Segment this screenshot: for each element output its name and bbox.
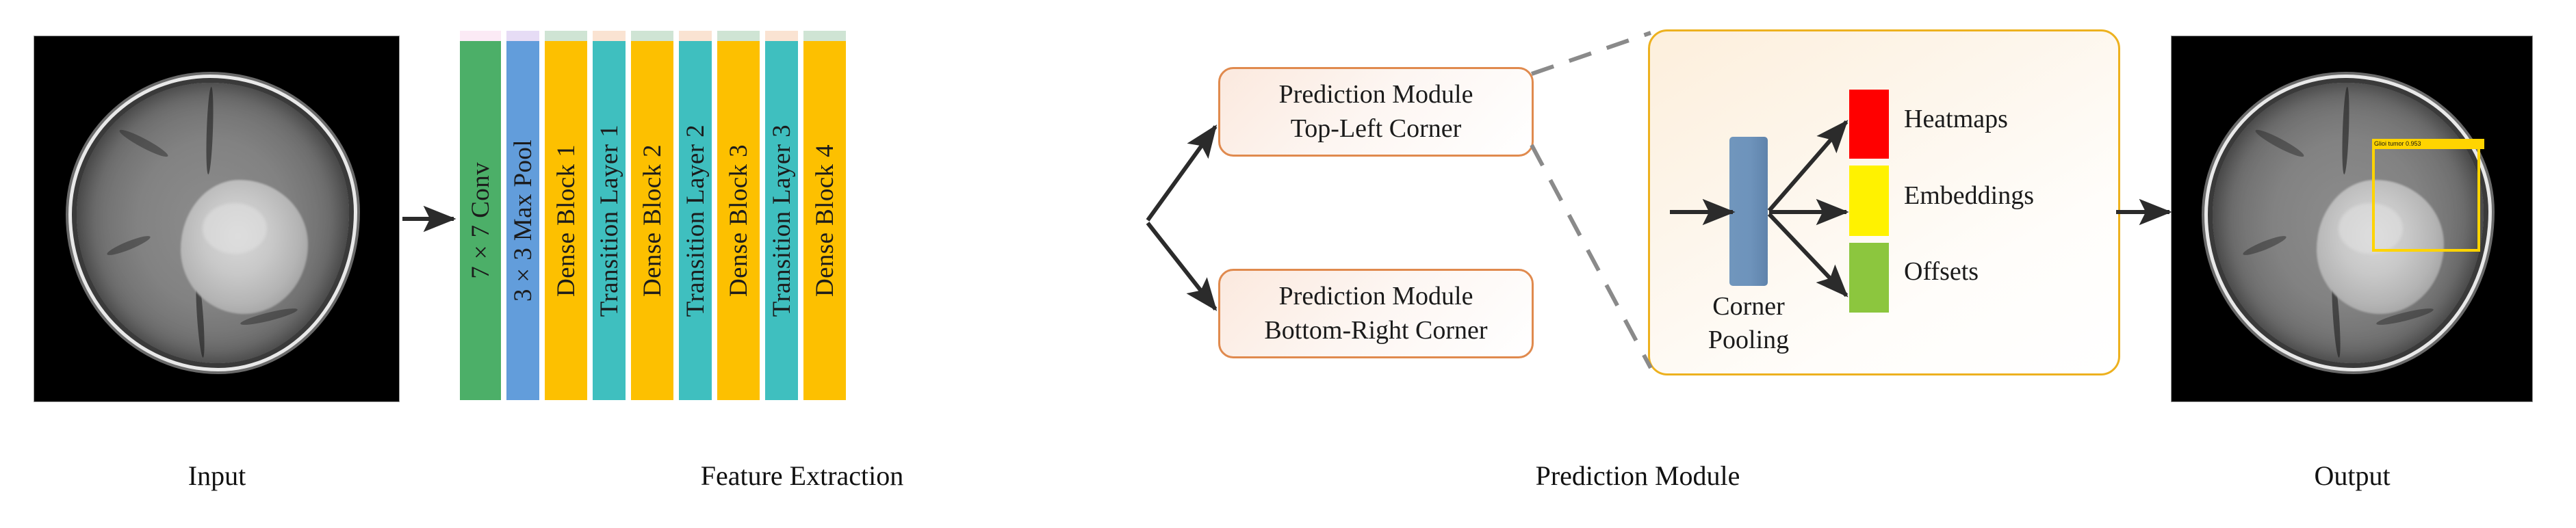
prediction-module-bottom-right-box[interactable]: Prediction Module Bottom-Right Corner: [1218, 269, 1534, 358]
prediction-box-line1: Prediction Module: [1278, 282, 1473, 311]
tumor-highlight: [203, 203, 267, 254]
prediction-box-line2: Top-Left Corner: [1290, 114, 1462, 143]
feature-block-dense-2[interactable]: Dense Block 2: [631, 31, 673, 400]
block-cap: [679, 31, 712, 41]
arrow-to-bottom-right-prediction: [1146, 222, 1218, 311]
block-cap: [545, 31, 587, 41]
corner-pooling-slab[interactable]: [1729, 137, 1768, 286]
caption-output: Output: [2314, 460, 2391, 491]
block-cap: [631, 31, 673, 41]
detection-label: Glioi tumor 0.953: [2372, 139, 2484, 149]
block-cap: [460, 31, 501, 41]
dashed-connector-bottom: [1530, 144, 1653, 369]
corner-pooling-line1: Corner: [1712, 292, 1785, 321]
embeddings-label: Embeddings: [1904, 181, 2034, 210]
caption-feature-extraction: Feature Extraction: [700, 460, 904, 491]
feature-block-label: 3×3 Max Pool: [508, 140, 537, 302]
feature-block-transition-3[interactable]: Transition Layer 3: [765, 31, 798, 400]
block-cap: [765, 31, 798, 41]
feature-block-dense-3[interactable]: Dense Block 3: [717, 31, 760, 400]
output-mri-image: Glioi tumor 0.953: [2172, 36, 2532, 401]
feature-block-label: 7×7 Conv: [466, 162, 495, 279]
feature-block-maxpool[interactable]: 3×3 Max Pool: [506, 31, 539, 400]
offsets-bar[interactable]: [1849, 243, 1889, 313]
caption-input: Input: [188, 460, 246, 491]
detection-bounding-box[interactable]: Glioi tumor 0.953: [2372, 139, 2484, 252]
feature-block-label: Dense Block 3: [724, 144, 753, 298]
heatmaps-bar[interactable]: [1849, 90, 1889, 159]
feature-block-label: Transition Layer 3: [767, 124, 796, 317]
feature-block-conv[interactable]: 7×7 Conv: [460, 31, 501, 400]
caption-prediction-module: Prediction Module: [1535, 460, 1740, 491]
block-cap: [717, 31, 760, 41]
prediction-module-top-left-box[interactable]: Prediction Module Top-Left Corner: [1218, 67, 1534, 157]
dashed-connector-top: [1531, 31, 1651, 76]
feature-block-dense-4[interactable]: Dense Block 4: [803, 31, 846, 400]
feature-block-label: Dense Block 1: [552, 144, 580, 298]
corner-pooling-label: Corner Pooling: [1678, 290, 1819, 356]
prediction-box-line1: Prediction Module: [1278, 80, 1473, 109]
heatmaps-label: Heatmaps: [1904, 105, 2008, 133]
tumor-highlight: [2339, 203, 2403, 254]
feature-block-label: Dense Block 2: [638, 144, 667, 298]
feature-block-transition-2[interactable]: Transition Layer 2: [679, 31, 712, 400]
prediction-box-line2: Bottom-Right Corner: [1264, 315, 1488, 345]
feature-block-dense-1[interactable]: Dense Block 1: [545, 31, 587, 400]
input-mri-image: [34, 36, 399, 401]
block-cap: [506, 31, 539, 41]
feature-block-label: Dense Block 4: [810, 144, 839, 298]
corner-pooling-line2: Pooling: [1708, 325, 1790, 354]
arrow-to-top-left-prediction: [1146, 124, 1218, 222]
feature-block-label: Transition Layer 2: [681, 124, 710, 317]
feature-block-transition-1[interactable]: Transition Layer 1: [593, 31, 626, 400]
block-cap: [593, 31, 626, 41]
embeddings-bar[interactable]: [1849, 166, 1889, 236]
feature-block-label: Transition Layer 1: [595, 124, 623, 317]
offsets-label: Offsets: [1904, 257, 1979, 286]
block-cap: [803, 31, 846, 41]
